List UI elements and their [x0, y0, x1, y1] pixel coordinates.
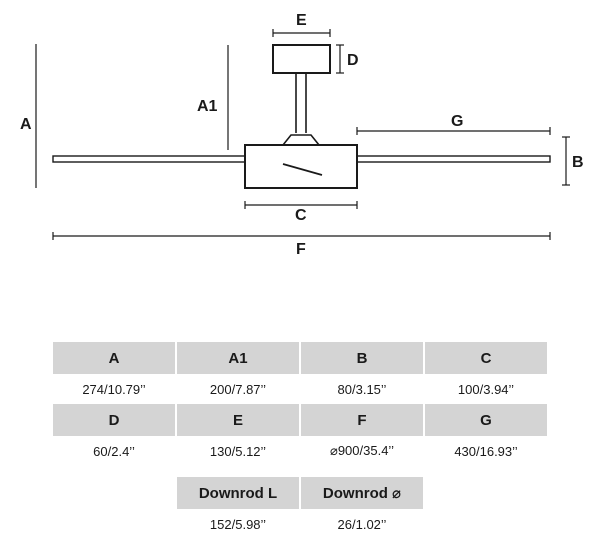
table-value-g: 430/16.93’’: [454, 443, 518, 459]
dim-label-a1: A1: [197, 98, 218, 115]
table-value-a1: 200/7.87’’: [209, 381, 267, 397]
table-header-g: G: [425, 404, 547, 436]
dim-label-a: A: [20, 116, 32, 133]
motor-housing: [244, 144, 358, 189]
table-value-downrod-length: 152/5.98’’: [209, 516, 267, 532]
table-value-f: ⌀900/35.4’’: [330, 443, 394, 458]
table-header-b: B: [301, 342, 423, 374]
dim-label-e: E: [296, 12, 307, 29]
table-header-f: F: [301, 404, 423, 436]
table-header-e: E: [177, 404, 299, 436]
dim-label-d: D: [347, 52, 359, 69]
table-value-d: 60/2.4’’: [93, 443, 135, 459]
dim-label-b: B: [572, 154, 584, 171]
table-header-d: D: [53, 404, 175, 436]
table-header-c: C: [425, 342, 547, 374]
dim-label-g: G: [451, 113, 463, 130]
table-value-a: 274/10.79’’: [82, 381, 146, 397]
dim-label-f: F: [296, 241, 306, 258]
fan-dimension-diagram: A A1 B C D E F G: [20, 12, 584, 258]
table-value-c: 100/3.94’’: [457, 381, 515, 397]
table-header-downrod-length: Downrod L: [177, 477, 299, 509]
table-value-downrod-diameter: 26/1.02’’: [337, 516, 387, 532]
table-value-b: 80/3.15’’: [337, 381, 387, 397]
canopy: [272, 44, 331, 74]
table-header-a: A: [53, 342, 175, 374]
dim-label-c: C: [295, 207, 307, 224]
table-header-downrod-diameter: Downrod ⌀: [301, 477, 423, 509]
table-value-e: 130/5.12’’: [209, 443, 267, 459]
table-header-a1: A1: [177, 342, 299, 374]
motor-detail-line: [282, 163, 323, 176]
